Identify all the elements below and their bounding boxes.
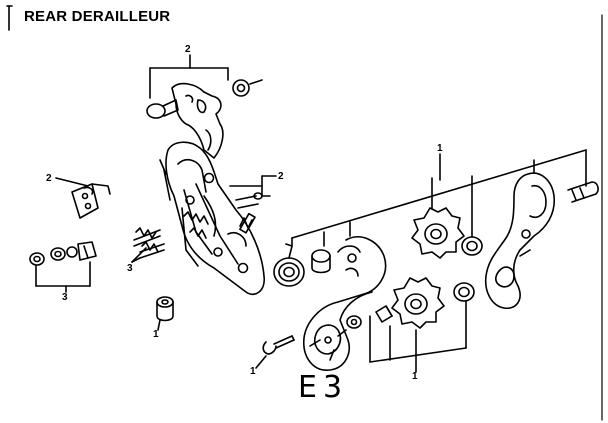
lower-pulley — [392, 278, 444, 328]
upper-pulley — [412, 208, 464, 258]
callout-leader-top — [150, 55, 228, 98]
cable-clamp-plate — [72, 184, 110, 218]
hanger-screw — [147, 100, 178, 118]
adjusting-screws — [134, 228, 164, 258]
pivot-bushing — [157, 297, 173, 321]
callout-hanger: 2 — [185, 44, 191, 55]
callout-limit-screws: 2 — [278, 171, 284, 182]
jockey-pulley-screw — [347, 316, 361, 328]
callout-leader-stop-bolt — [256, 356, 266, 368]
limit-screws-right — [236, 193, 262, 233]
lower-pulley-bearing — [454, 283, 474, 301]
inner-cage-plate — [304, 237, 386, 370]
upper-pulley-bearing — [462, 237, 482, 255]
callout-adjusting-screws: 3 — [127, 263, 133, 274]
hanger-bracket — [172, 84, 223, 158]
callout-cage-bottom: 1 — [412, 371, 418, 382]
callout-leader-bushing — [158, 320, 160, 330]
callout-clamp-plate: 2 — [46, 173, 52, 184]
callout-bushing: 1 — [153, 329, 159, 340]
cage-spring — [274, 244, 304, 286]
cage-bushing — [312, 250, 330, 273]
outer-cage-plate — [486, 173, 555, 308]
figure-code: E3 — [298, 370, 349, 405]
body-springs — [184, 212, 208, 238]
callout-leader-cage-top — [292, 150, 586, 246]
derailleur-body — [160, 142, 264, 294]
washer-and-screw-set — [30, 242, 96, 265]
page-edge-marks — [7, 6, 12, 30]
pulley-spacer — [376, 306, 392, 322]
diagram-title: REAR DERAILLEUR — [24, 8, 171, 25]
callout-leader-right — [230, 176, 276, 196]
cage-pivot-bolt — [568, 182, 598, 202]
callout-leader-left-2 — [56, 178, 88, 186]
callout-cage-top: 1 — [437, 143, 443, 154]
callout-leader-adjusting — [132, 248, 146, 262]
callout-leader-washers — [36, 262, 90, 292]
callout-stop-bolt: 1 — [250, 366, 256, 377]
hanger-nut — [233, 80, 262, 96]
callout-washers: 3 — [62, 292, 68, 303]
cage-stop-bolt — [263, 336, 294, 354]
callout-leader-cage-bottom — [370, 302, 466, 372]
